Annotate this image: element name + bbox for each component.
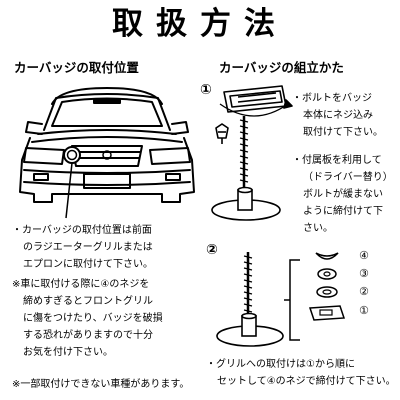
part-label-3: ③: [359, 267, 369, 280]
page-title: 取扱方法: [112, 6, 288, 42]
step-1-marker: ①: [200, 82, 212, 98]
parts-bracket: [284, 259, 300, 341]
part-1-plate-icon: [308, 305, 346, 321]
part-2-spacer-icon: [316, 286, 338, 298]
part-label-1: ①: [359, 304, 369, 317]
part-label-4: ④: [359, 249, 369, 262]
overtighten-warning-note: ※車に取付ける際に④のネジを 締めすぎるとフロントグリル に傷をつけたり、バッジ…: [12, 279, 163, 358]
part-label-2: ②: [359, 285, 369, 298]
car-front-illustration: [19, 87, 195, 219]
car-badge-assembly-heading: カーバッジの組立かた: [219, 60, 344, 75]
grille-mounting-note: ・グリルへの取付けは①から順に セットして④のネジで締付けて下さい。: [206, 359, 396, 387]
tighten-with-plate-note: ・付属板を利用して （ドライバー替り） ボルトが緩まない ように締付けて下 さい…: [292, 155, 393, 234]
unsupported-vehicles-note: ※一部取付けできない車種があります。: [12, 379, 190, 390]
mounting-position-note: ・カーバッジの取付位置は前面 のラジエーターグリルまたは エプロンに取付けて下さ…: [12, 225, 153, 270]
part-4-nut-icon: [315, 252, 339, 260]
bolt-screw-in-note: ・ボルトをバッジ 本体にネジ込み 取付けて下さい。: [292, 93, 383, 138]
car-badge-position-heading: カーバッジの取付位置: [14, 60, 139, 75]
step-2-stand-illustration: [216, 252, 284, 347]
step-1-assembly-illustration: [211, 85, 293, 221]
part-3-washer-icon: [317, 268, 337, 280]
step-2-marker: ②: [206, 242, 218, 258]
